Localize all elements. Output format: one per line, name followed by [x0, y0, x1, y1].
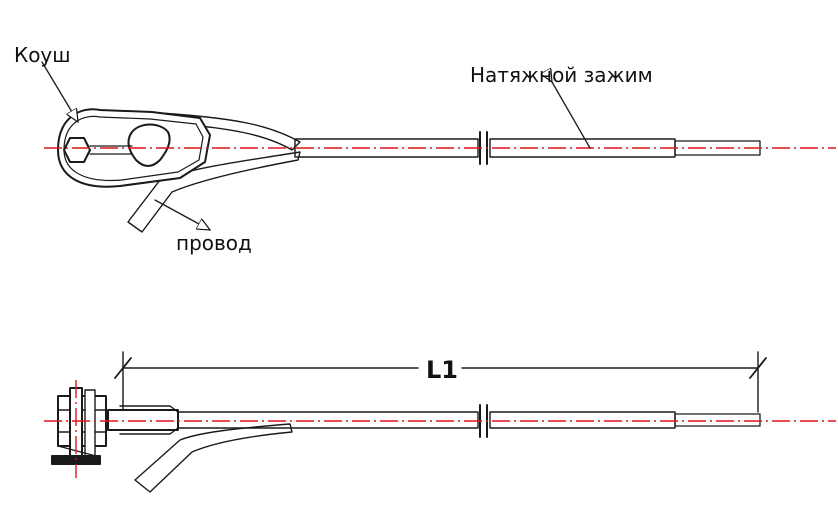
- armor-rods-side-right: [489, 411, 676, 429]
- conductor-leader: [154, 199, 210, 230]
- thimble-label: Коуш: [14, 43, 71, 67]
- tension-clamp-label: Натяжной зажим: [470, 63, 653, 87]
- conductor-end-side: [674, 413, 761, 427]
- side-view: L1: [44, 351, 836, 493]
- conductor-label: провод: [176, 231, 252, 255]
- armor-rods-side-left: [174, 411, 479, 429]
- conductor-tail-side: [134, 423, 293, 493]
- top-view: Коуш Натяжной зажим провод: [14, 43, 836, 255]
- thimble-leader: [41, 61, 78, 122]
- clamp-leader: [552, 82, 591, 149]
- thimble-side: [51, 387, 179, 465]
- dimension-l1: [114, 351, 767, 413]
- length-label: L1: [426, 356, 458, 384]
- conductor-tail-top: [127, 151, 301, 233]
